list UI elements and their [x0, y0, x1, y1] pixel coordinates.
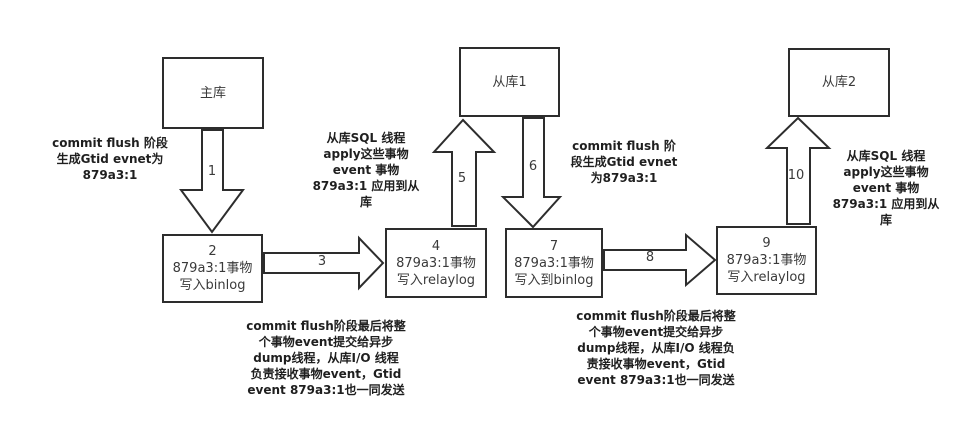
- slave1-binlog-box: 7 879a3:1事物 写入到binlog: [505, 228, 603, 298]
- arrow-6-number: 6: [528, 159, 538, 174]
- arrow-1-down-icon: [179, 129, 245, 234]
- arrow-3-right-icon: [263, 235, 385, 291]
- arrow-3-number: 3: [317, 254, 327, 269]
- master-binlog-box: 2 879a3:1事物 写入binlog: [162, 234, 263, 303]
- arrow-10-number: 10: [787, 168, 805, 183]
- annotation-slave2-sql-apply: 从库SQL 线程 apply这些事物 event 事物 879a3:1 应用到从…: [832, 149, 940, 227]
- arrow-8-right-icon: [603, 232, 717, 288]
- arrow-10-shape: [764, 116, 832, 225]
- arrow-10-up-icon: [764, 116, 832, 225]
- annotation-dump-thread-right: commit flush阶段最后将整 个事物event提交给异步 dump线程，…: [576, 309, 736, 387]
- arrow-6-down-icon: [500, 117, 563, 229]
- arrow-3-shape: [263, 235, 385, 291]
- arrow-1-number: 1: [207, 164, 217, 179]
- arrow-5-number: 5: [457, 171, 467, 186]
- arrow-8-shape: [603, 232, 717, 288]
- slave2-box: 从库2: [788, 48, 890, 117]
- arrow-8-number: 8: [645, 250, 655, 265]
- arrow-1-shape: [179, 129, 245, 234]
- arrow-6-shape: [500, 117, 563, 229]
- slave1-relaylog-box: 4 879a3:1事物 写入relaylog: [385, 228, 487, 298]
- annotation-slave1-sql-apply: 从库SQL 线程 apply这些事物 event 事物 879a3:1 应用到从…: [312, 131, 420, 209]
- annotation-master-gtid: commit flush 阶段 生成Gtid evnet为 879a3:1: [52, 136, 168, 182]
- annotation-dump-thread-left: commit flush阶段最后将整 个事物event提交给异步 dump线程，…: [246, 319, 406, 397]
- annotation-slave1-gtid: commit flush 阶 段生成Gtid evnet 为879a3:1: [570, 139, 678, 185]
- master-box: 主库: [162, 57, 264, 129]
- slave1-box: 从库1: [459, 47, 560, 117]
- arrow-5-up-icon: [431, 118, 497, 227]
- slave2-relaylog-box: 9 879a3:1事物 写入relaylog: [716, 226, 817, 295]
- arrow-5-shape: [431, 118, 497, 227]
